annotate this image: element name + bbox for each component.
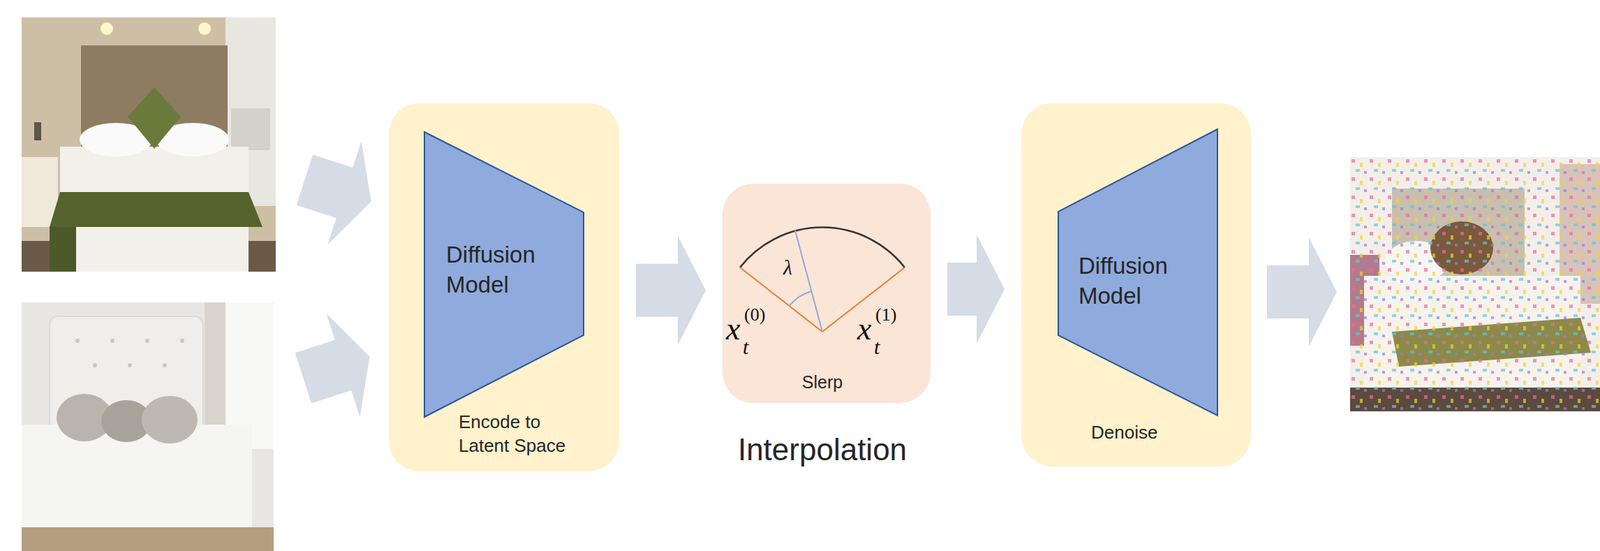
wall: [1350, 157, 1600, 412]
wall: [21, 17, 276, 272]
tuft: [75, 338, 80, 343]
great-arc: [739, 227, 905, 268]
bed-runner: [49, 191, 263, 227]
block-arrow: [1267, 237, 1337, 347]
math-variable: x: [726, 312, 740, 345]
model-name: Diffusion Model: [446, 240, 565, 301]
nightstand: [21, 157, 58, 227]
method-name: Slerp: [722, 370, 923, 394]
lamp: [198, 22, 211, 35]
vector-line: [739, 267, 823, 332]
bedroom-photo: [21, 17, 276, 272]
interpolation-panel: SlerpInterpolation: [722, 183, 931, 403]
bed: [21, 424, 253, 530]
noise-overlay: [1350, 157, 1600, 412]
angle-symbol: λ: [783, 256, 793, 278]
tuft: [162, 363, 167, 368]
encoder-trapezoid: Diffusion Model: [424, 131, 584, 417]
block-arrow: [287, 127, 388, 253]
stage-panel: Encode to Latent Space Diffusion Model: [388, 103, 620, 472]
cushion: [127, 87, 181, 149]
generated-photo: [1350, 157, 1600, 412]
math-superscript: (1): [875, 305, 897, 324]
block-arrow: [947, 234, 1005, 344]
math-subscript: t: [742, 336, 749, 358]
math-variable: x: [857, 312, 872, 345]
stage-caption: Denoise: [1091, 420, 1189, 445]
pillow: [141, 395, 198, 444]
cabinet: [231, 108, 271, 151]
lamp: [100, 22, 114, 35]
interpolated-line: [795, 230, 823, 332]
stage-caption: Encode to Latent Space: [458, 410, 581, 458]
tuft: [180, 338, 185, 343]
math-subscript: t: [873, 336, 880, 358]
trapezoid-shape: [1058, 129, 1218, 416]
trapezoid-shape: [424, 131, 584, 417]
model-name: Diffusion Model: [1078, 251, 1198, 312]
wall-light: [34, 122, 42, 141]
block-arrow: [635, 235, 706, 345]
tuft: [92, 363, 98, 368]
tuft: [145, 338, 150, 343]
slerp-figure: [722, 183, 923, 403]
wall: [21, 302, 274, 551]
math-superscript: (0): [744, 305, 766, 324]
tuft: [110, 338, 115, 343]
angle-arc: [789, 291, 812, 306]
tuft: [127, 363, 132, 368]
block-arrow: [286, 304, 387, 430]
bed-runner: [49, 226, 77, 272]
decoder-trapezoid: Diffusion Model: [1058, 129, 1218, 416]
floor: [21, 527, 274, 551]
bedroom-photo: [21, 302, 274, 551]
stage-panel: Denoise Diffusion Model: [1021, 103, 1251, 467]
stage-title: Interpolation: [694, 429, 951, 470]
